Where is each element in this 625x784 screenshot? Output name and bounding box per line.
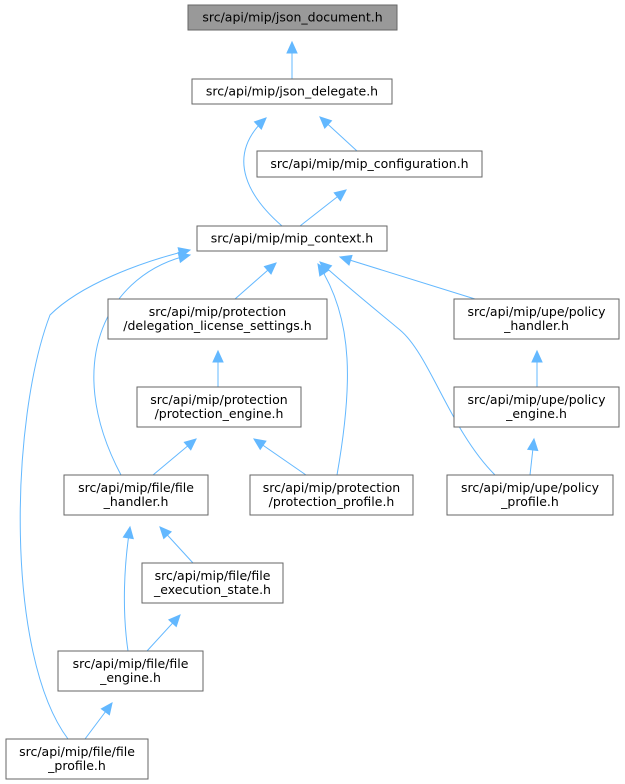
edge-line xyxy=(243,117,283,227)
node-label-line: _engine.h xyxy=(505,406,567,421)
edges-layer xyxy=(19,40,543,740)
node-label-line: /delegation_license_settings.h xyxy=(123,318,311,333)
node-label-line: src/api/mip/mip_configuration.h xyxy=(270,156,468,171)
node-json-document[interactable]: src/api/mip/json_document.h xyxy=(187,4,398,31)
node-box[interactable] xyxy=(5,738,149,780)
edge-file_handler-to-mip_context xyxy=(93,251,192,476)
node-policy-handler[interactable]: src/api/mip/upe/policy_handler.h xyxy=(453,298,620,340)
node-label-line: _profile.h xyxy=(500,494,559,509)
node-mip-context[interactable]: src/api/mip/mip_context.h xyxy=(196,225,388,252)
edge-line xyxy=(123,526,131,652)
node-policy-profile[interactable]: src/api/mip/upe/policy_profile.h xyxy=(446,474,614,516)
node-box[interactable] xyxy=(107,298,328,340)
node-label-line: /protection_profile.h xyxy=(269,494,395,509)
arrowhead xyxy=(253,117,267,131)
node-file-execution-state[interactable]: src/api/mip/file/file_execution_state.h xyxy=(141,562,284,604)
node-json-delegate[interactable]: src/api/mip/json_delegate.h xyxy=(191,78,393,105)
node-file-handler[interactable]: src/api/mip/file/file_handler.h xyxy=(63,474,209,516)
edge-policy_handler-to-mip_context xyxy=(338,254,476,300)
node-box[interactable] xyxy=(196,225,388,252)
arrowhead xyxy=(159,526,173,540)
edge-line xyxy=(317,263,348,476)
node-delegation-license-settings[interactable]: src/api/mip/protection/delegation_licens… xyxy=(107,298,328,340)
arrowhead xyxy=(338,254,353,266)
node-box[interactable] xyxy=(187,4,398,31)
arrowhead xyxy=(333,189,347,202)
node-label-line: src/api/mip/protection xyxy=(149,304,286,319)
edge-line xyxy=(93,254,191,476)
edge-file_engine-to-file_handler xyxy=(122,525,134,652)
edge-policy_engine-to-policy_handler xyxy=(531,349,543,387)
edge-protection_profile-to-protection_engine xyxy=(253,438,307,476)
node-label-line: _handler.h xyxy=(503,318,569,333)
node-protection-engine[interactable]: src/api/mip/protection/protection_engine… xyxy=(136,386,302,428)
edge-file_handler-to-protection_engine xyxy=(152,438,197,476)
node-box[interactable] xyxy=(446,474,614,516)
arrowhead xyxy=(212,349,224,363)
node-label-line: src/api/mip/protection xyxy=(263,480,400,495)
arrowhead xyxy=(526,437,539,452)
node-label-line: _handler.h xyxy=(103,494,169,509)
node-box[interactable] xyxy=(136,386,302,428)
edge-line xyxy=(339,256,476,300)
node-label-line: src/api/mip/file/file xyxy=(19,744,135,759)
node-label-line: src/api/mip/file/file xyxy=(73,656,189,671)
node-label-line: src/api/mip/json_delegate.h xyxy=(206,84,378,99)
node-file-engine[interactable]: src/api/mip/file/file_engine.h xyxy=(57,650,204,692)
arrowhead xyxy=(183,438,197,451)
node-policy-engine[interactable]: src/api/mip/upe/policy_engine.h xyxy=(453,386,620,428)
edge-file_execution_state-to-file_handler xyxy=(159,526,194,564)
arrowhead xyxy=(531,349,543,363)
node-label-line: src/api/mip/upe/policy xyxy=(467,304,606,319)
node-label-line: _engine.h xyxy=(99,670,161,685)
edge-file_profile-to-file_engine xyxy=(84,702,113,740)
arrowhead xyxy=(122,525,134,540)
edge-file_profile-to-mip_context xyxy=(19,247,192,740)
edge-line xyxy=(19,249,191,740)
node-label-line: src/api/mip/upe/policy xyxy=(461,480,600,495)
edge-mip_configuration-to-json_delegate xyxy=(319,116,358,152)
edge-mip_context-to-mip_configuration xyxy=(299,189,347,227)
node-protection-profile[interactable]: src/api/mip/protection/protection_profil… xyxy=(249,474,414,516)
node-box[interactable] xyxy=(249,474,414,516)
nodes-layer: src/api/mip/json_document.h src/api/mip/j… xyxy=(5,4,620,780)
arrowhead xyxy=(263,262,277,275)
arrowhead xyxy=(253,438,267,451)
node-label-line: src/api/mip/protection xyxy=(150,392,287,407)
node-label-line: _profile.h xyxy=(47,758,106,773)
node-box[interactable] xyxy=(453,298,620,340)
node-box[interactable] xyxy=(191,78,393,105)
node-label-line: src/api/mip/file/file xyxy=(78,480,194,495)
edge-line xyxy=(319,261,496,476)
node-mip-configuration[interactable]: src/api/mip/mip_configuration.h xyxy=(256,150,483,178)
arrowhead xyxy=(177,247,192,259)
edge-policy_profile-to-mip_context xyxy=(319,261,496,476)
edge-json_delegate-to-json_document xyxy=(286,40,298,79)
edge-protection_profile-to-mip_context xyxy=(317,262,348,476)
node-label-line: src/api/mip/json_document.h xyxy=(202,10,382,25)
arrowhead xyxy=(319,116,333,130)
arrowhead xyxy=(319,261,333,275)
arrowhead xyxy=(100,702,113,716)
node-box[interactable] xyxy=(256,150,483,178)
node-box[interactable] xyxy=(453,386,620,428)
node-label-line: _execution_state.h xyxy=(153,582,271,597)
edge-policy_profile-to-policy_engine xyxy=(526,437,539,476)
arrowhead xyxy=(167,614,181,628)
node-file-profile[interactable]: src/api/mip/file/file_profile.h xyxy=(5,738,149,780)
node-box[interactable] xyxy=(57,650,204,692)
node-label-line: src/api/mip/mip_context.h xyxy=(211,231,373,246)
node-label-line: src/api/mip/upe/policy xyxy=(467,392,606,407)
edge-file_engine-to-file_execution_state xyxy=(146,614,181,652)
edge-protection_engine-to-delegation_license_settings xyxy=(212,349,224,387)
edge-mip_context-to-json_delegate xyxy=(243,117,283,227)
node-label-line: /protection_engine.h xyxy=(155,406,284,421)
node-label-line: src/api/mip/file/file xyxy=(155,568,271,583)
node-box[interactable] xyxy=(141,562,284,604)
edge-delegation_license_settings-to-mip_context xyxy=(234,262,277,300)
arrowhead xyxy=(286,40,298,54)
node-box[interactable] xyxy=(63,474,209,516)
